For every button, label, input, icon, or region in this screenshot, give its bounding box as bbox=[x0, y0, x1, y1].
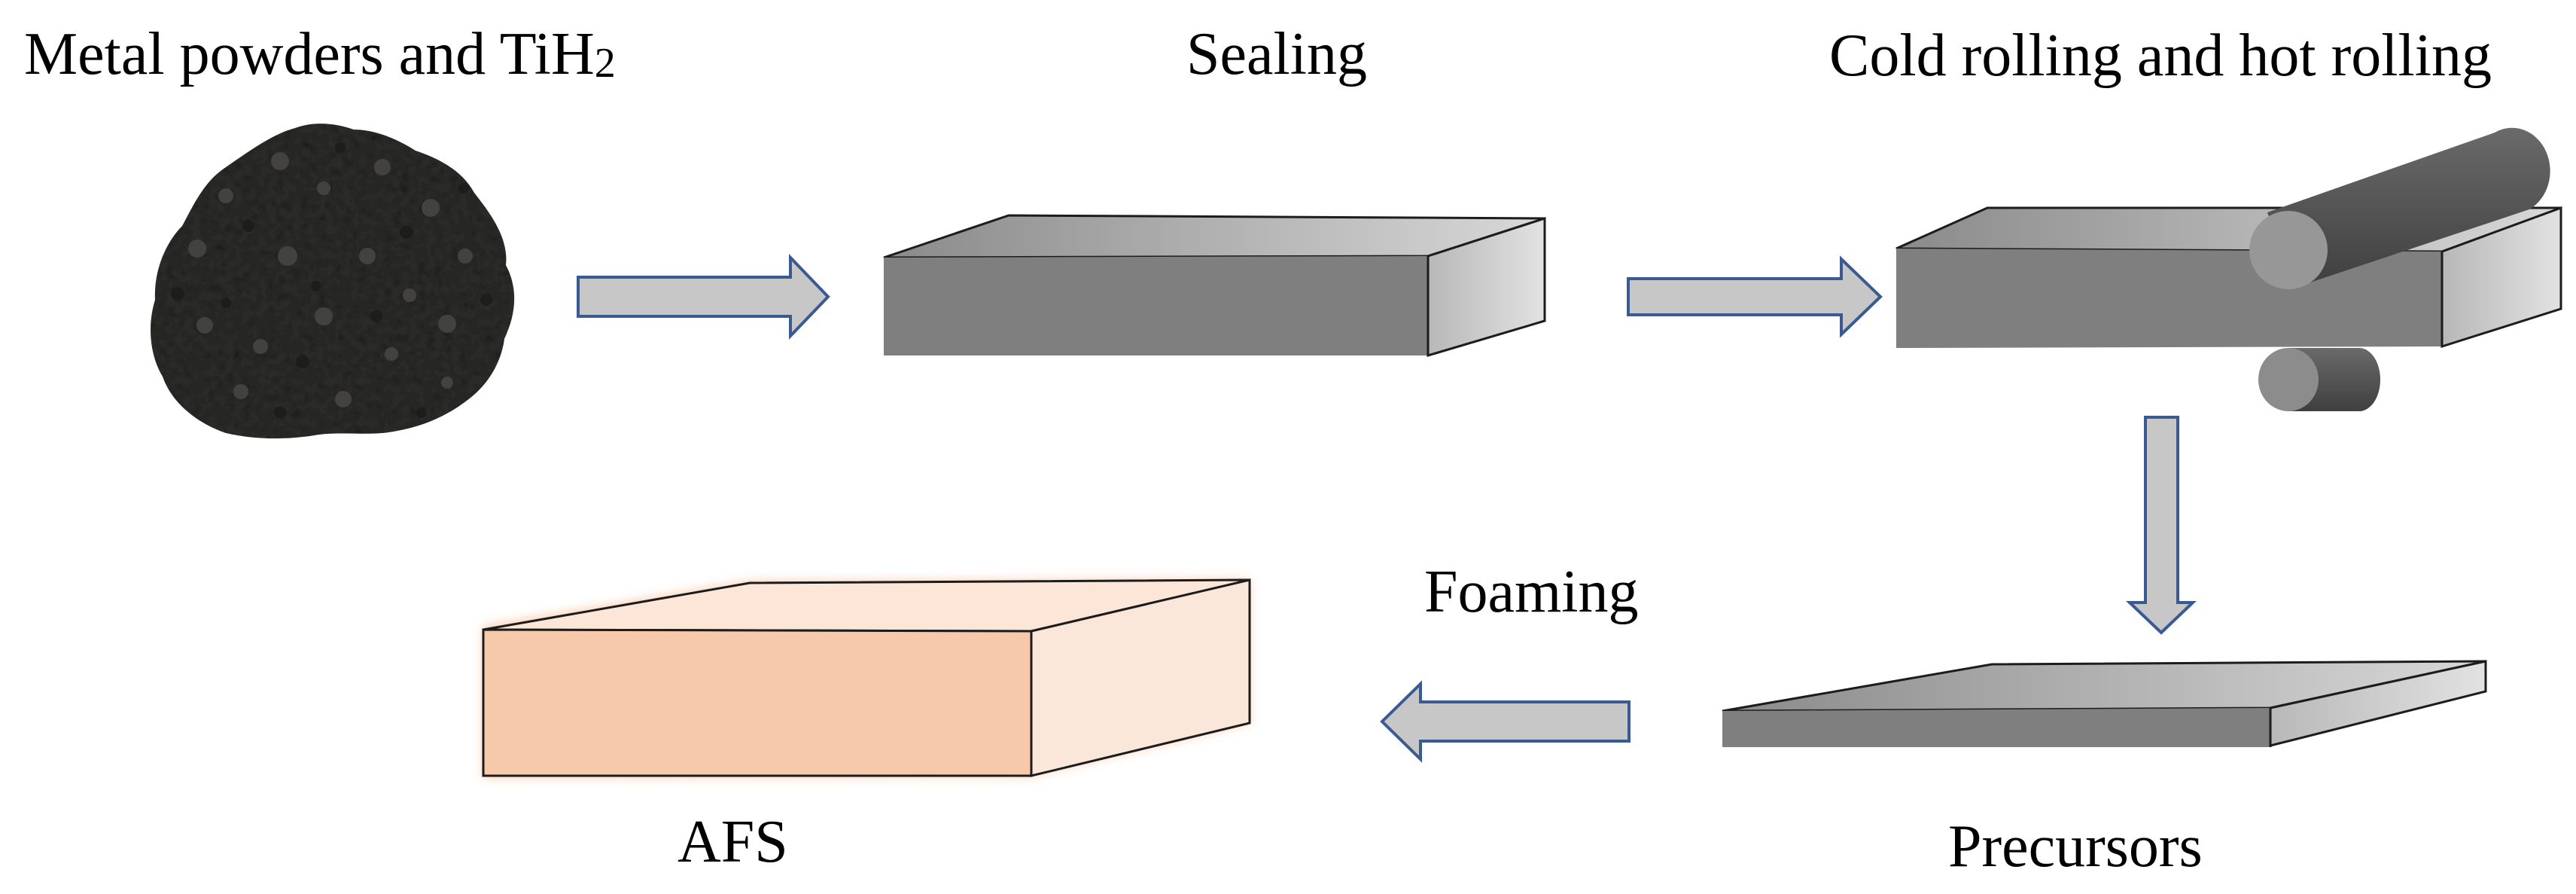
arrow-right-2 bbox=[1627, 255, 1883, 338]
label-metal-powders: Metal powders and TiH2 bbox=[24, 21, 616, 87]
upper-roller-icon bbox=[2249, 127, 2550, 289]
label-afs: AFS bbox=[677, 809, 788, 875]
powder-pile-icon bbox=[151, 124, 515, 439]
sealed-slab-icon bbox=[883, 214, 1546, 358]
label-precursors: Precursors bbox=[1948, 813, 2203, 880]
rolling-mill-icon bbox=[1895, 127, 2562, 411]
precursor-plate-icon bbox=[1722, 660, 2487, 747]
arrow-right-1 bbox=[577, 254, 830, 340]
label-foaming: Foaming bbox=[1424, 559, 1638, 625]
arrow-left bbox=[1380, 680, 1631, 763]
label-subscript-2: 2 bbox=[595, 40, 616, 87]
label-sealing: Sealing bbox=[1186, 21, 1367, 87]
lower-roller-icon bbox=[2258, 348, 2380, 411]
label-rolling: Cold rolling and hot rolling bbox=[1829, 23, 2492, 89]
afs-foam-block-icon bbox=[482, 578, 1251, 777]
arrow-down bbox=[2126, 416, 2197, 635]
